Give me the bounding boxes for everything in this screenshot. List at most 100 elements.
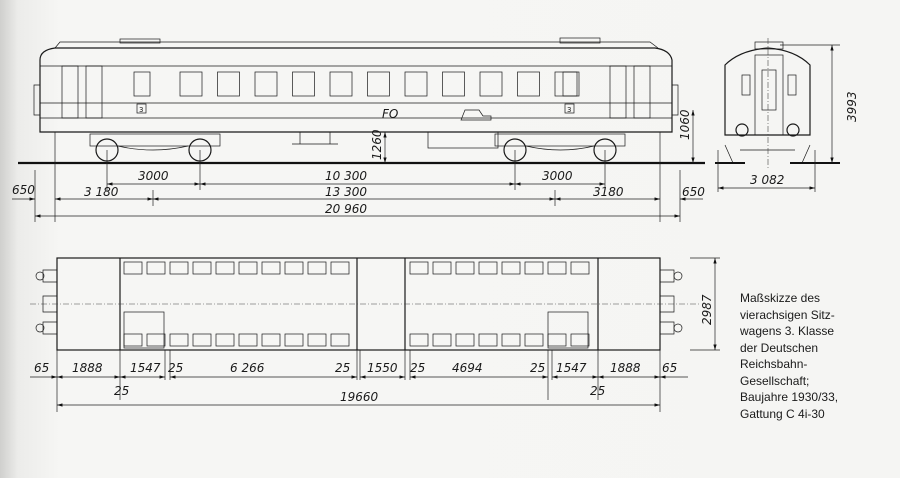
dimension-label: 25 xyxy=(410,361,425,375)
dimension-label: Maßskizze des xyxy=(740,291,821,305)
seat xyxy=(547,333,567,347)
seat xyxy=(330,261,350,275)
seat xyxy=(478,261,498,275)
seat xyxy=(192,261,212,275)
plan-view xyxy=(30,257,700,351)
window xyxy=(517,71,540,97)
class-sign-left xyxy=(136,103,147,114)
seat xyxy=(478,333,498,347)
dimension-label: 25 xyxy=(168,361,183,375)
seat xyxy=(409,333,429,347)
dimension-label: 1547 xyxy=(130,361,161,375)
seat xyxy=(146,333,166,347)
dimension-label: der Deutschen xyxy=(740,340,819,355)
dimension-label: 1260 xyxy=(370,129,384,160)
seat xyxy=(169,261,189,275)
dimension-label: 1888 xyxy=(610,361,641,375)
seat xyxy=(169,333,189,347)
dimension-label: 25 xyxy=(114,384,129,398)
side-elevation: 3 3 FO xyxy=(18,37,705,165)
seat xyxy=(284,333,304,347)
seat xyxy=(570,333,590,347)
dimension-label: 65 xyxy=(34,361,49,375)
seat xyxy=(238,333,258,347)
window xyxy=(292,71,315,97)
seat xyxy=(524,333,544,347)
dimension-label: 6 266 xyxy=(230,361,265,375)
plan-dimensions: 65 1888 1547 25 6 266 25 1550 25 4694 25… xyxy=(30,257,720,412)
window xyxy=(479,71,503,97)
seat xyxy=(409,261,429,275)
end-elevation: 3993 3 082 xyxy=(715,38,859,192)
dimension-label: 1060 xyxy=(678,109,692,140)
bogie-right xyxy=(494,133,626,162)
seat xyxy=(501,333,521,347)
window xyxy=(404,71,428,97)
bogie-left xyxy=(89,133,221,162)
window xyxy=(217,71,240,97)
seat xyxy=(432,333,452,347)
dimension-label: 1547 xyxy=(556,361,587,375)
window xyxy=(329,71,353,97)
dimension-label: Reichsbahn- xyxy=(740,357,808,371)
dimension-label: 3000 xyxy=(542,169,573,183)
window xyxy=(562,71,580,97)
window xyxy=(254,71,278,97)
seat xyxy=(501,261,521,275)
seat xyxy=(123,333,143,347)
dimension-label: Gattung C 4i-30 xyxy=(740,406,825,421)
seat xyxy=(284,261,304,275)
dimension-label: 3180 xyxy=(593,185,624,199)
seat xyxy=(547,261,567,275)
dimension-label: 3000 xyxy=(138,169,169,183)
seat xyxy=(146,261,166,275)
seat xyxy=(238,261,258,275)
seat xyxy=(215,261,235,275)
window xyxy=(133,71,151,97)
dimension-label: 13 300 xyxy=(325,185,367,199)
seat xyxy=(570,261,590,275)
dimension-label: 4694 xyxy=(452,361,483,375)
dimension-label: 3 082 xyxy=(750,173,784,187)
dimension-label: vierachsigen Sitz- xyxy=(740,307,835,322)
dimension-label: wagens 3. Klasse xyxy=(740,324,835,338)
seat xyxy=(432,261,452,275)
dimension-label: 1550 xyxy=(367,361,398,375)
marking-fo: FO xyxy=(382,107,398,121)
dimension-label: 650 xyxy=(682,185,705,199)
caption: Maßskizze des vierachsigen Sitz- wagens … xyxy=(740,290,838,422)
dimension-label: 3 180 xyxy=(84,185,119,199)
seat xyxy=(330,333,350,347)
dimension-label: 1888 xyxy=(72,361,103,375)
dimension-label: 20 960 xyxy=(325,202,367,216)
seat xyxy=(123,261,143,275)
seat xyxy=(261,261,281,275)
dimension-label: Baujahre 1930/33, xyxy=(740,390,839,404)
seat xyxy=(307,333,327,347)
dimension-label: 3 xyxy=(567,106,571,114)
seat xyxy=(455,261,475,275)
seat xyxy=(261,333,281,347)
dimension-label: Gesellschaft; xyxy=(740,373,810,388)
dimension-label: 3993 xyxy=(845,91,859,122)
window xyxy=(367,71,390,97)
window xyxy=(554,71,578,97)
side-dimensions: 3000 10 300 3000 3 180 13 300 3180 650 6… xyxy=(12,109,705,222)
seat xyxy=(524,261,544,275)
class-sign-right xyxy=(564,103,575,114)
window xyxy=(179,71,203,97)
seat xyxy=(307,261,327,275)
seat xyxy=(192,333,212,347)
dimension-label: 10 300 xyxy=(325,169,367,183)
seat xyxy=(215,333,235,347)
dimension-label: 2987 xyxy=(700,294,714,325)
window xyxy=(442,71,465,97)
dimension-label: 25 xyxy=(530,361,545,375)
dimension-label: 25 xyxy=(590,384,605,398)
dimension-label: 65 xyxy=(662,361,677,375)
dimension-label: 650 xyxy=(12,183,35,197)
seat xyxy=(455,333,475,347)
dimension-label: 25 xyxy=(335,361,350,375)
dimension-label: 3 xyxy=(139,106,143,114)
